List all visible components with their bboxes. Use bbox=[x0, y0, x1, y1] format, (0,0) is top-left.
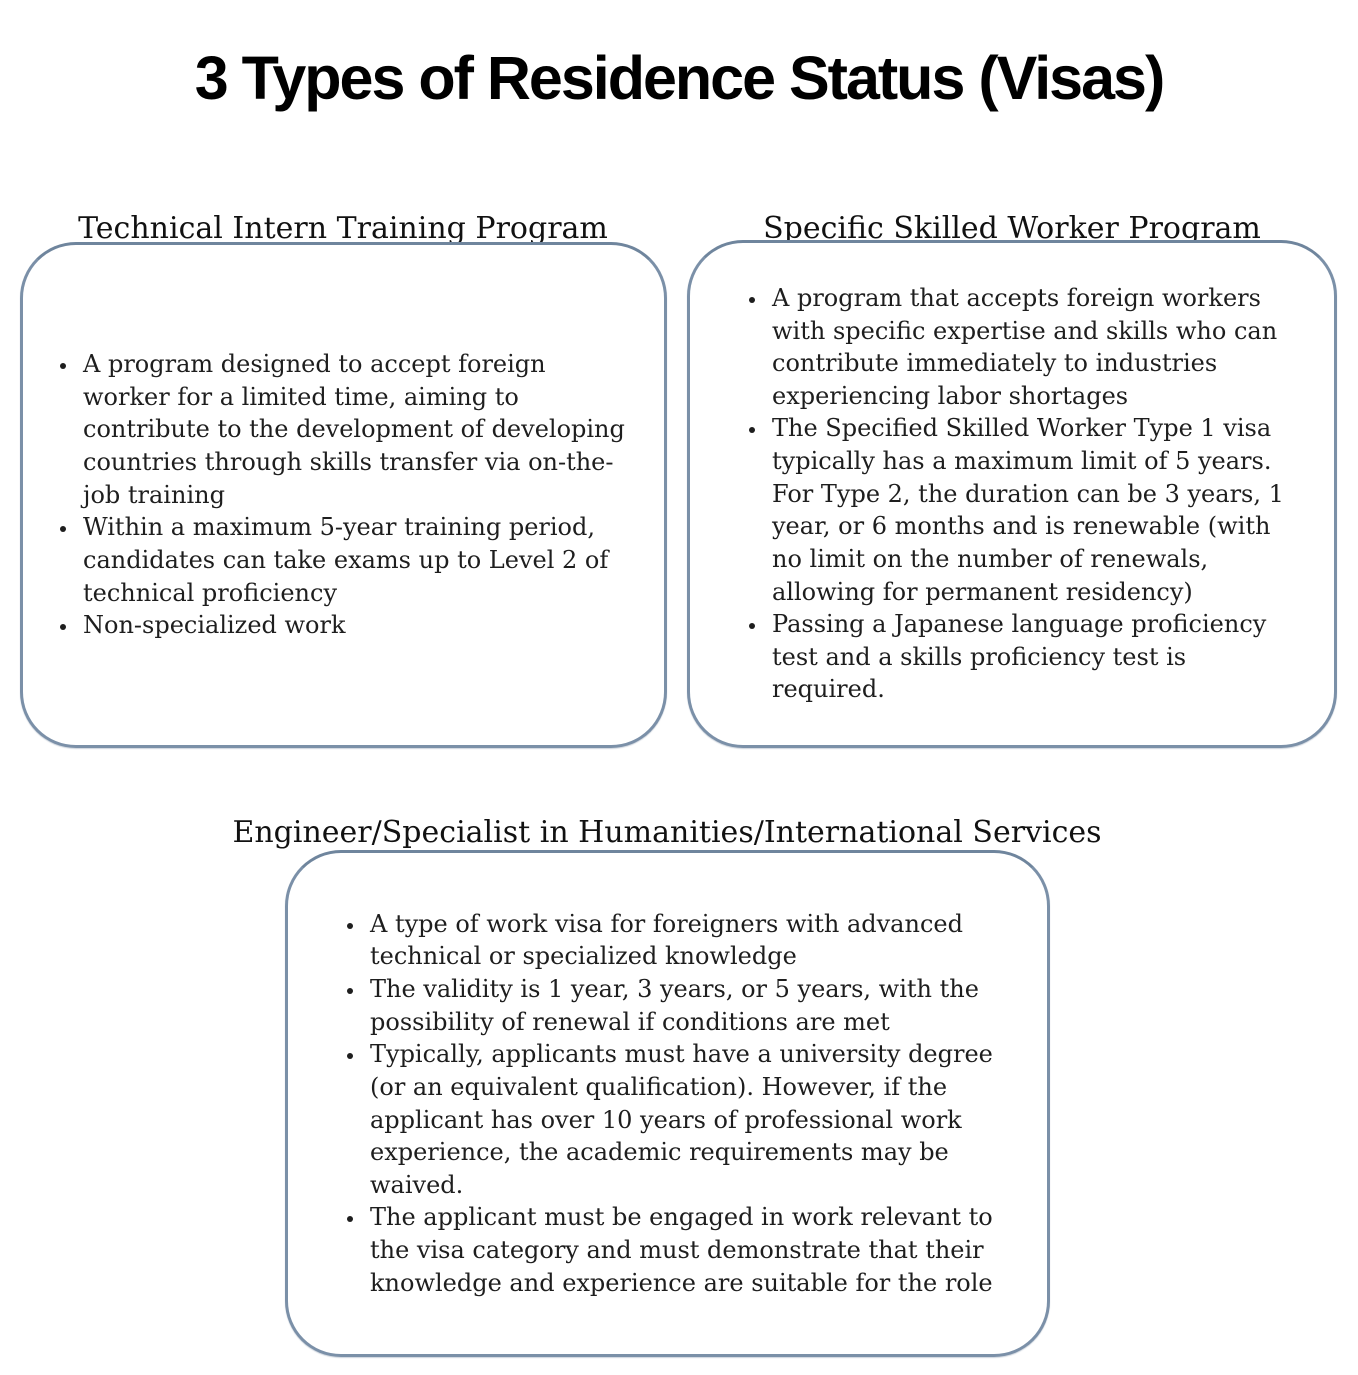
specific-skilled-worker-box: A program that accepts foreign workers w… bbox=[687, 240, 1337, 748]
engineer-specialist-box: A type of work visa for foreigners with … bbox=[285, 850, 1050, 1357]
section-heading-engineer-specialist: Engineer/Specialist in Humanities/Intern… bbox=[232, 814, 1102, 850]
section-heading-technical-intern: Technical Intern Training Program bbox=[78, 210, 608, 246]
bullet-item: Typically, applicants must have a univer… bbox=[366, 1038, 1017, 1201]
bullet-item: A program that accepts foreign workers w… bbox=[768, 282, 1304, 413]
technical-intern-training-box: A program designed to accept foreign wor… bbox=[20, 242, 667, 748]
bullet-item: A type of work visa for foreigners with … bbox=[366, 908, 1017, 973]
bullet-item: Non-specialized work bbox=[79, 609, 638, 642]
bullet-item: Passing a Japanese language proficiency … bbox=[768, 608, 1304, 706]
bullet-item: The applicant must be engaged in work re… bbox=[366, 1201, 1017, 1299]
engineer-specialist-bullet-list: A type of work visa for foreigners with … bbox=[288, 908, 1047, 1300]
technical-intern-bullet-list: A program designed to accept foreign wor… bbox=[23, 348, 664, 642]
page-title: 3 Types of Residence Status (Visas) bbox=[194, 43, 1166, 112]
specific-skilled-bullet-list: A program that accepts foreign workers w… bbox=[690, 282, 1334, 706]
bullet-item: Within a maximum 5-year training period,… bbox=[79, 511, 638, 609]
bullet-item: The validity is 1 year, 3 years, or 5 ye… bbox=[366, 973, 1017, 1038]
bullet-item: The Specified Skilled Worker Type 1 visa… bbox=[768, 412, 1304, 608]
bullet-item: A program designed to accept foreign wor… bbox=[79, 348, 638, 511]
